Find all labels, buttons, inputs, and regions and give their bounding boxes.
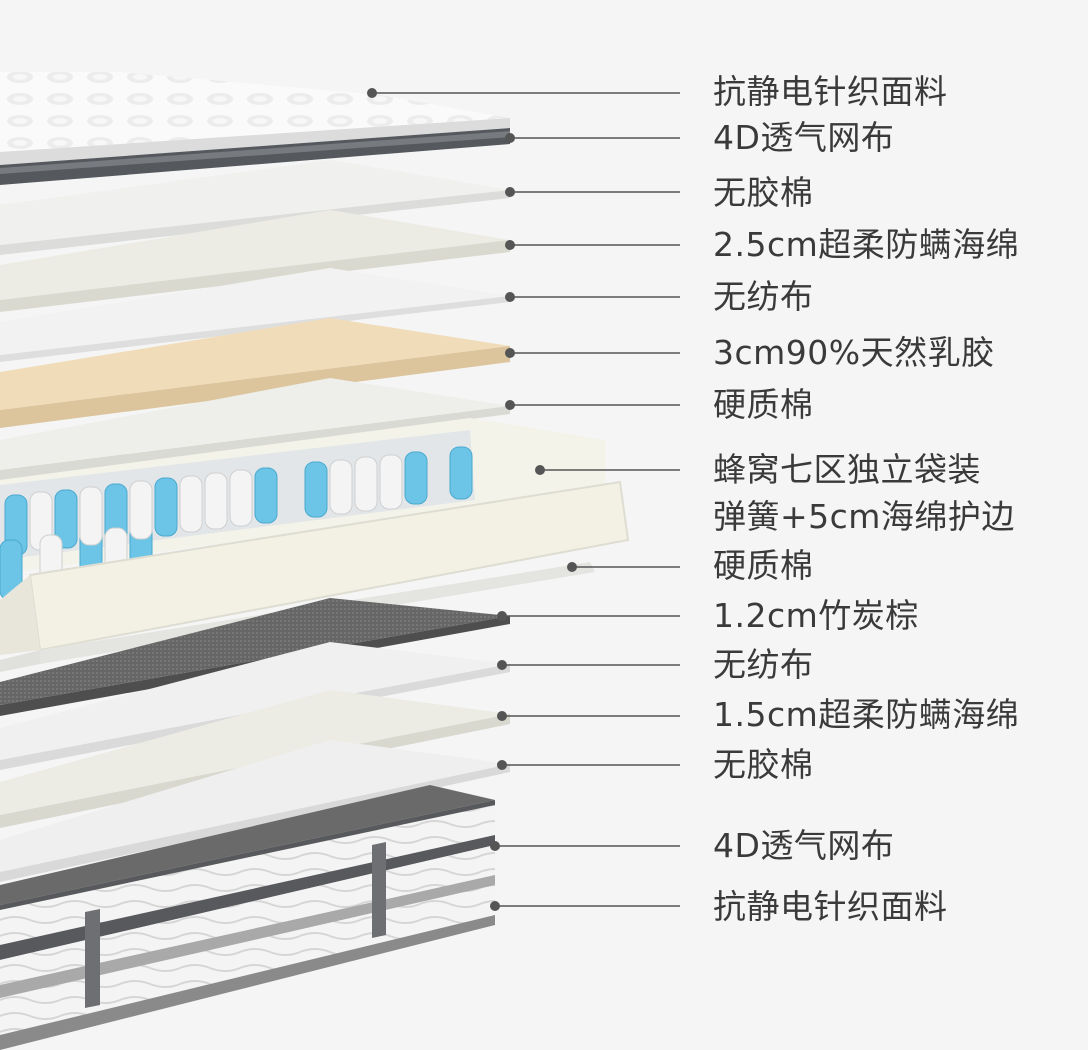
leader-dots bbox=[367, 88, 577, 911]
label-anti-mite-foam-25: 2.5cm超柔防螨海绵 bbox=[713, 225, 1020, 264]
layer-bottom-mattress bbox=[0, 785, 495, 1050]
label-hard-cotton-2: 硬质棉 bbox=[713, 546, 814, 585]
label-bottom-fabric: 抗静电针织面料 bbox=[713, 887, 948, 926]
label-anti-mite-foam-15: 1.5cm超柔防螨海绵 bbox=[713, 695, 1020, 734]
label-bamboo-charcoal-palm: 1.2cm竹炭棕 bbox=[713, 596, 919, 635]
layer-spring-unit bbox=[0, 418, 630, 655]
label-bottom-mesh: 4D透气网布 bbox=[713, 826, 895, 865]
layer-latex bbox=[0, 318, 510, 428]
layer-top-fabric bbox=[0, 72, 510, 165]
label-spring-unit-line2: 弹簧+5cm海绵护边 bbox=[713, 497, 1015, 536]
label-spring-unit-line1: 蜂窝七区独立袋装 bbox=[713, 450, 981, 489]
layer-anti-mite-foam-25 bbox=[0, 210, 510, 312]
label-glue-free-cotton-1: 无胶棉 bbox=[713, 173, 814, 212]
layer-glue-free-cotton-2 bbox=[0, 740, 510, 882]
layer-top-mesh bbox=[0, 128, 510, 185]
label-top-mesh: 4D透气网布 bbox=[713, 118, 895, 157]
layer-non-woven-1 bbox=[0, 268, 510, 362]
label-glue-free-cotton-2: 无胶棉 bbox=[713, 745, 814, 784]
layer-hard-cotton-1 bbox=[0, 378, 510, 480]
label-hard-cotton-1: 硬质棉 bbox=[713, 385, 814, 424]
label-latex: 3cm90%天然乳胶 bbox=[713, 333, 995, 372]
label-non-woven-2: 无纺布 bbox=[713, 645, 814, 684]
label-top-fabric: 抗静电针织面料 bbox=[713, 72, 948, 111]
leader-lines bbox=[372, 92, 680, 907]
label-non-woven-1: 无纺布 bbox=[713, 277, 814, 316]
